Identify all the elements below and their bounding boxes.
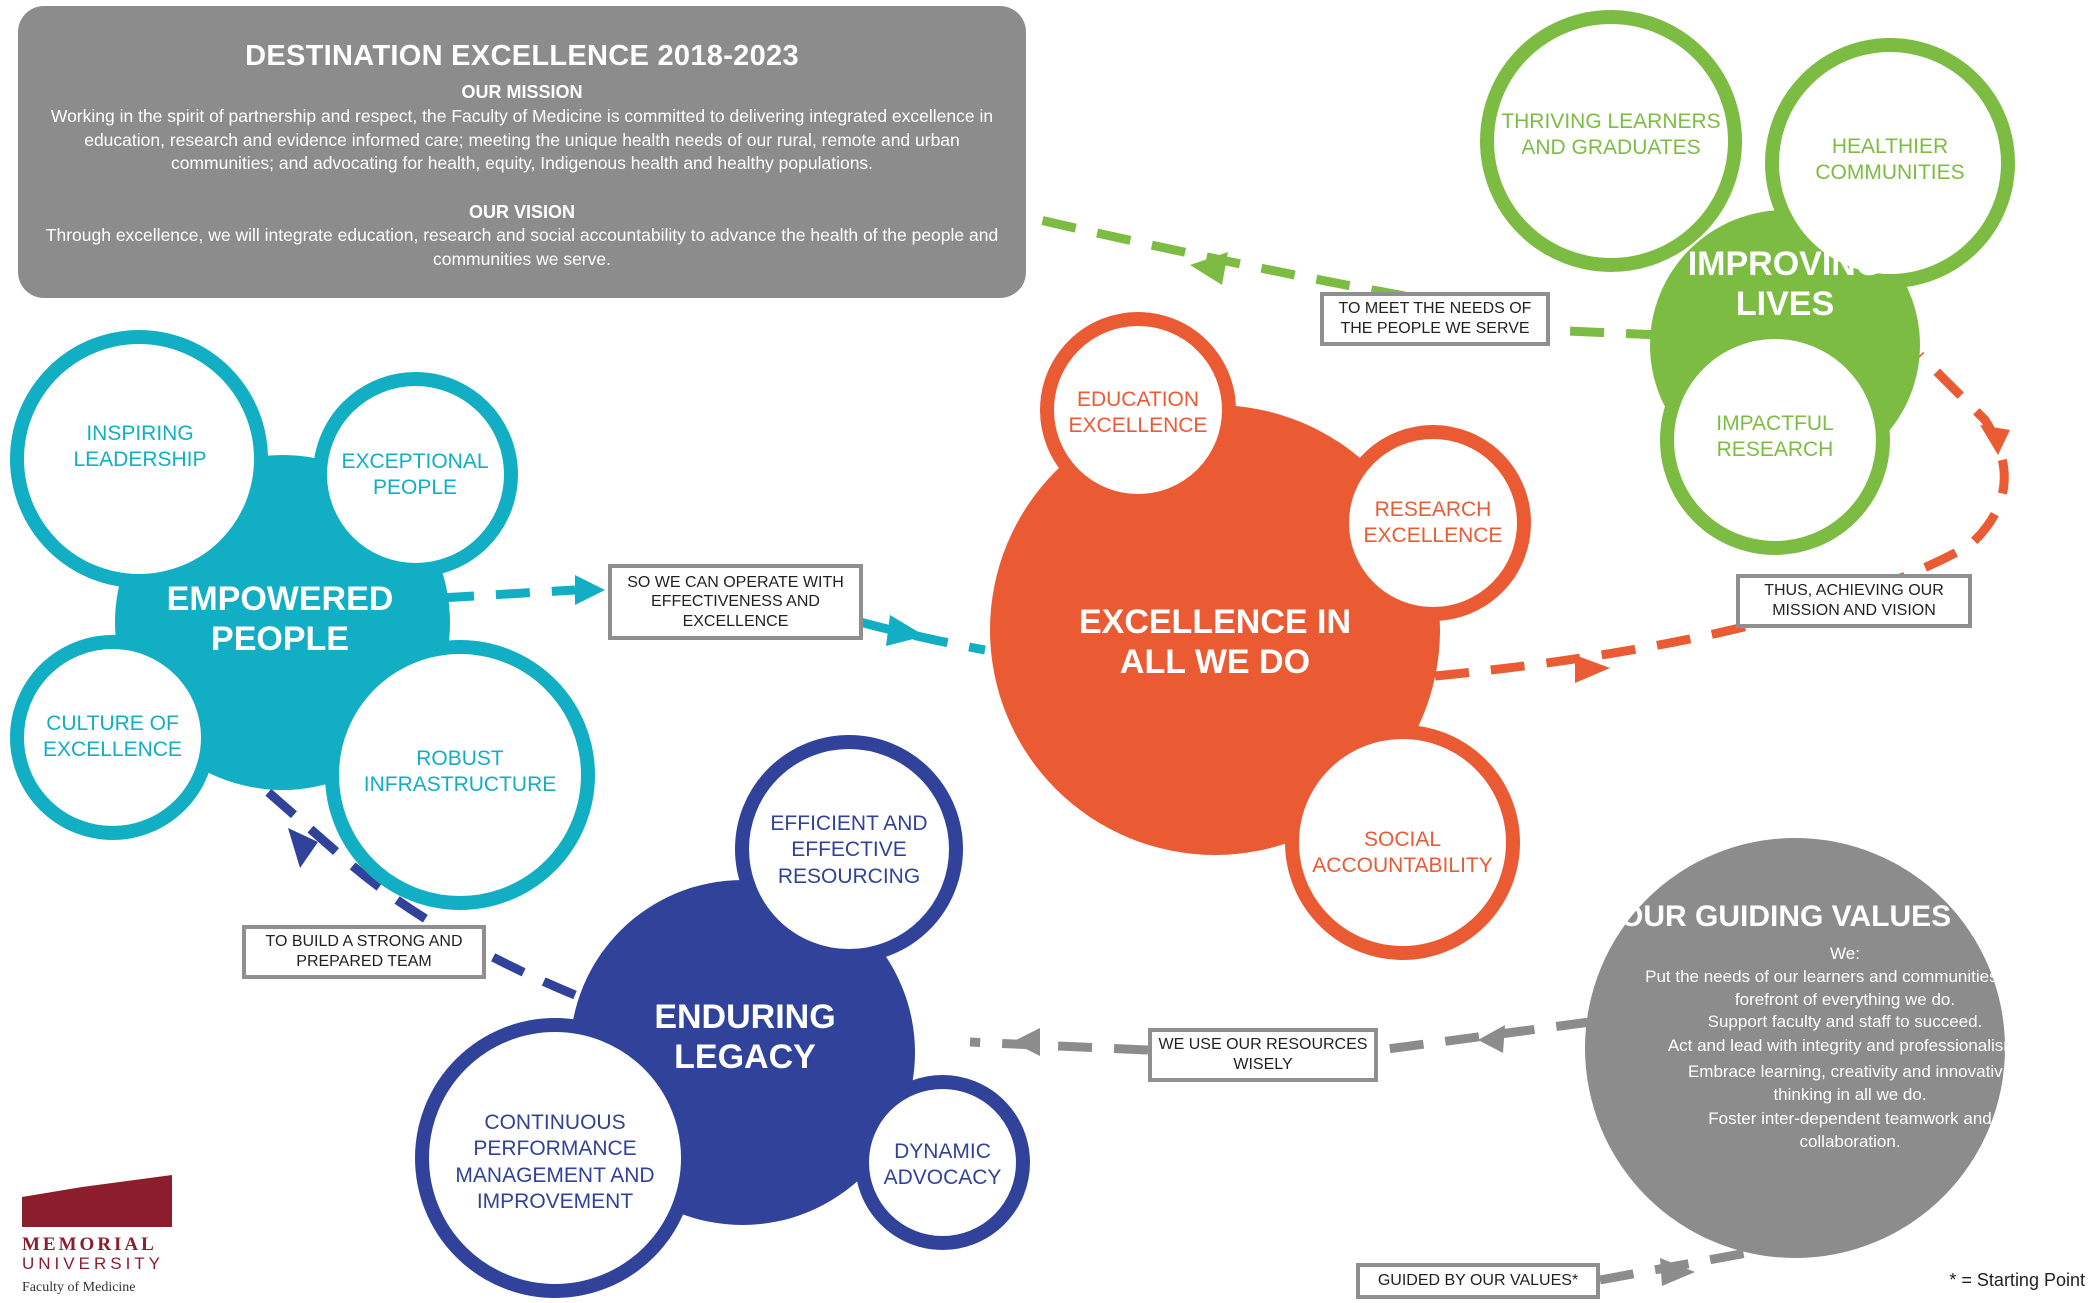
empowered-people-title: EMPOWERED PEOPLE <box>166 580 394 658</box>
logo-name-2: UNIVERSITY <box>22 1254 165 1273</box>
diagram-title: DESTINATION EXCELLENCE 2018-2023 <box>245 40 799 72</box>
robust-infrastructure-circle <box>325 640 595 910</box>
guiding-values-line-5: Foster inter-dependent teamwork and coll… <box>1708 1109 1992 1152</box>
label-guided: GUIDED BY OUR VALUES* <box>1356 1263 1600 1299</box>
enduring-legacy-title: ENDURING LEGACY <box>654 998 836 1076</box>
arrow-gray-1-head <box>1478 1025 1505 1053</box>
improving-lives-title: IMPROVING LIVES <box>1687 245 1883 323</box>
arrow-gray-1 <box>1379 1017 1591 1055</box>
footnote: * = Starting Point <box>1949 1270 2085 1290</box>
mission-text: Working in the spirit of partnership and… <box>50 106 994 174</box>
robust-infrastructure-label: ROBUST INFRASTRUCTURE <box>363 746 557 796</box>
culture-of-excellence-label: CULTURE OF EXCELLENCE <box>43 711 182 761</box>
guiding-values-line-2: Support faculty and staff to succeed. <box>1707 1012 1983 1031</box>
arrow-orange-head-1 <box>1575 655 1610 683</box>
logo-mark <box>22 1175 172 1227</box>
continuous-performance-label: CONTINUOUS PERFORMANCE MANAGEMENT AND IM… <box>455 1111 655 1213</box>
label-meet-needs: TO MEET THE NEEDS OF THE PEOPLE WE SERVE <box>1320 292 1550 346</box>
label-resources: WE USE OUR RESOURCES WISELY <box>1148 1028 1378 1082</box>
label-build-team: TO BUILD A STRONG AND PREPARED TEAM <box>242 925 486 979</box>
thriving-learners-label: THRIVING LEARNERS AND GRADUATES <box>1501 109 1721 159</box>
mission-heading: OUR MISSION <box>461 82 583 102</box>
arrow-green-head <box>1190 252 1228 285</box>
logo-name: MEMORIAL <box>22 1234 157 1255</box>
guiding-values-circle <box>1585 838 2005 1258</box>
guiding-values-line-we: We: <box>1830 944 1860 963</box>
dynamic-advocacy-label: DYNAMIC ADVOCACY <box>883 1139 1002 1189</box>
guiding-values-line-4: Embrace learning, creativity and innovat… <box>1687 1062 2013 1105</box>
arrow-teal-2-head <box>886 615 925 646</box>
arrow-gray-3 <box>1599 1240 1791 1285</box>
guiding-values-title: OUR GUIDING VALUES <box>1620 900 1952 933</box>
arrow-teal-1 <box>439 585 576 603</box>
arrow-orange <box>1434 351 2009 681</box>
arrow-navy-head <box>288 828 318 868</box>
arrow-teal-1-head <box>575 575 605 605</box>
vision-heading: OUR VISION <box>468 202 575 222</box>
guiding-values-line-1: Put the needs of our learners and commun… <box>1645 967 2045 1010</box>
mission-vision-box: DESTINATION EXCELLENCE 2018-2023 OUR MIS… <box>18 6 1026 298</box>
exceptional-people-label: EXCEPTIONAL PEOPLE <box>341 449 489 499</box>
logo-faculty: Faculty of Medicine <box>22 1280 136 1295</box>
arrow-teal-2 <box>858 617 986 655</box>
efficient-resourcing-label: EFFICIENT AND EFFECTIVE RESOURCING <box>770 812 928 888</box>
label-achieving: THUS, ACHIEVING OUR MISSION AND VISION <box>1736 574 1972 628</box>
inspiring-leadership-label: INSPIRING LEADERSHIP <box>73 421 207 471</box>
impactful-research-label: IMPACTFUL RESEARCH <box>1716 411 1834 461</box>
arrow-navy <box>257 781 577 1000</box>
arrow-gray-2 <box>969 1037 1149 1055</box>
healthier-communities-label: HEALTHIER COMMUNITIES <box>1815 134 1965 184</box>
vision-text: Through excellence, we will integrate ed… <box>45 225 999 269</box>
guiding-values-line-3: Act and lead with integrity and professi… <box>1667 1036 2023 1055</box>
social-accountability-label: SOCIAL ACCOUNTABILITY <box>1312 827 1493 877</box>
arrow-orange-head-2 <box>1980 425 2010 455</box>
excellence-title: EXCELLENCE IN ALL WE DO <box>1078 603 1352 681</box>
arrow-gray-3-head <box>1660 1258 1695 1286</box>
research-excellence-label: RESEARCH EXCELLENCE <box>1363 497 1503 547</box>
education-excellence-label: EDUCATION EXCELLENCE <box>1068 387 1208 437</box>
label-operate: SO WE CAN OPERATE WITH EFFECTIVENESS AND… <box>608 564 863 640</box>
arrow-gray-2-head <box>1012 1028 1040 1056</box>
